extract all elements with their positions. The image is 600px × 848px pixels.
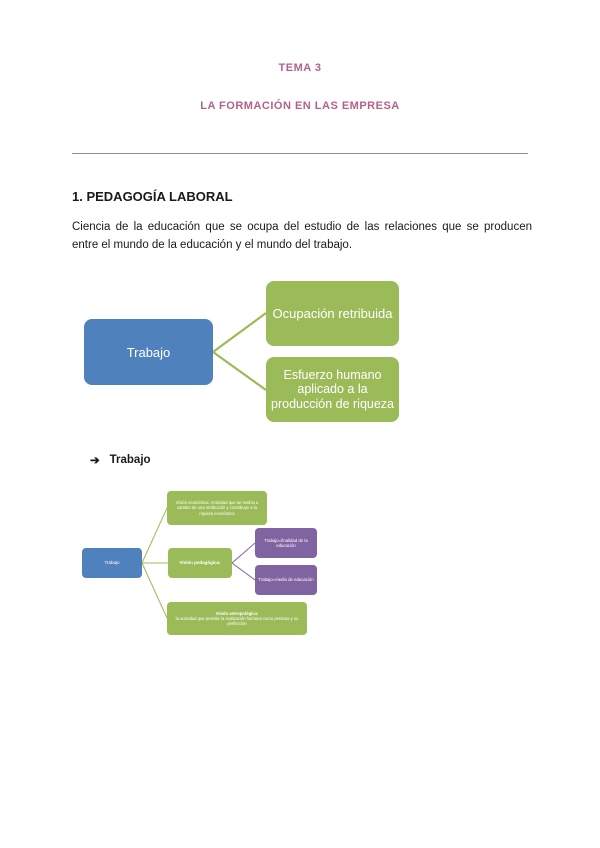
- bullet-label: Trabajo: [109, 454, 151, 466]
- arrow-bullet-icon: ➔: [90, 455, 100, 467]
- diagram2-branch-anthropologic: Visión antropológica: la actividad que p…: [167, 602, 307, 635]
- diagram1-branch-node: Esfuerzo humano aplicado a la producción…: [266, 357, 399, 422]
- doc-title-line2: LA FORMACIÓN EN LAS EMPRESA: [200, 100, 400, 112]
- intro-paragraph: Ciencia de la educación que se ocupa del…: [72, 221, 532, 251]
- horizontal-divider: [72, 153, 528, 154]
- diagram2-leaf-node: Trabajo=finalidad de la educación: [255, 528, 317, 558]
- diagram2-branch-economic: Visión económica: Actividad que se reali…: [167, 491, 267, 525]
- doc-title-line1: TEMA 3: [278, 62, 322, 74]
- diagram1-root-node: Trabajo: [84, 319, 213, 385]
- diagram2-branch-anthropologic-title: Visión antropológica:: [215, 610, 259, 616]
- diagram1-branch-node: Ocupación retribuida: [266, 281, 399, 346]
- diagram2-leaf-node: Trabajo=medio de educación: [255, 565, 317, 595]
- bullet-item-trabajo: ➔ Trabajo: [90, 453, 151, 467]
- diagram2-branch-anthropologic-body: la actividad que permite la realización …: [175, 615, 299, 627]
- section-heading: 1. PEDAGOGÍA LABORAL: [72, 189, 233, 204]
- diagram2-root-node: Trabajo: [82, 548, 142, 578]
- diagram2-branch-pedagogic: Visión pedagógica:: [168, 548, 232, 578]
